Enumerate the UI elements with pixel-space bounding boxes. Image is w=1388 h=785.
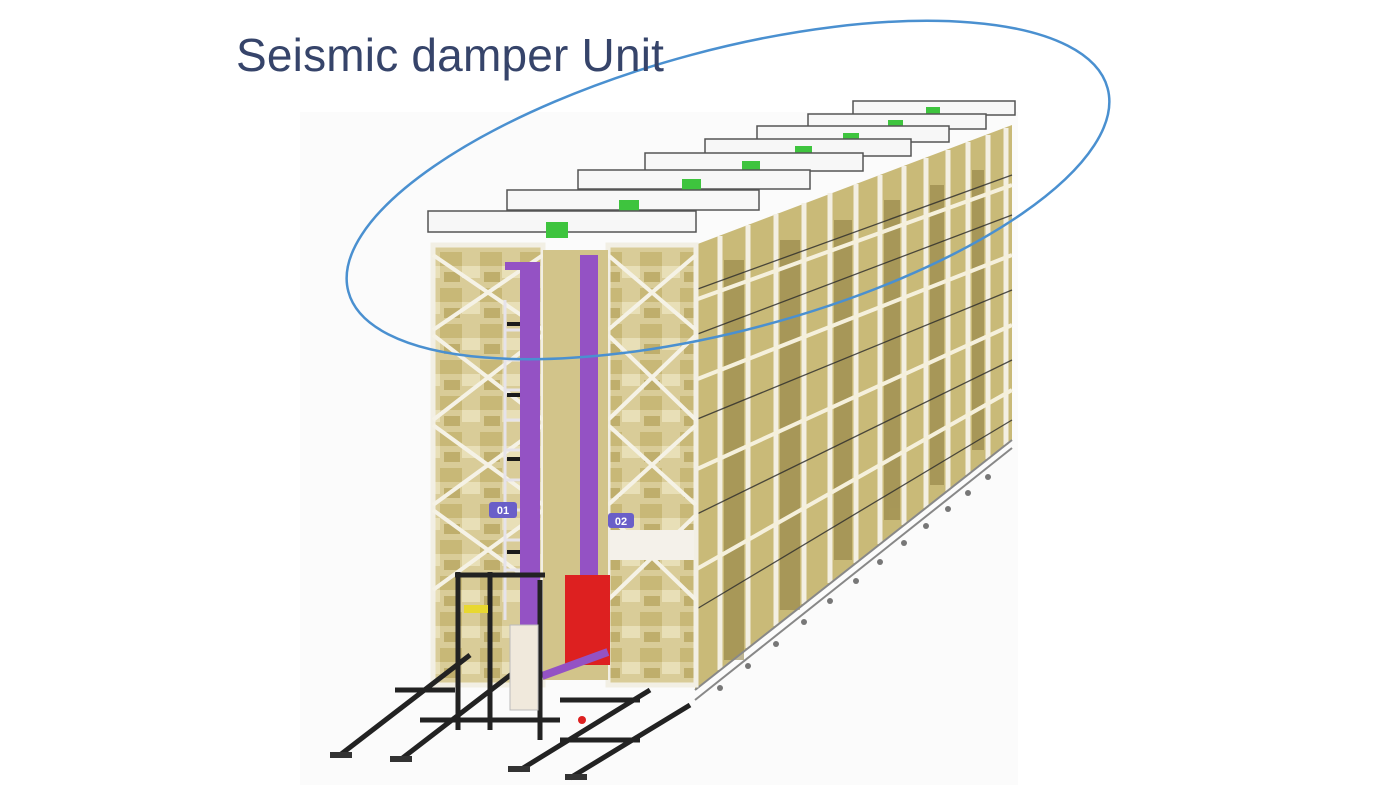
- aisle-label-1: 01: [489, 502, 517, 518]
- stacker-crane-base: [338, 572, 692, 781]
- crane-carriage: [540, 575, 610, 680]
- crane-mast: [505, 255, 598, 692]
- control-cabinet: [509, 624, 539, 711]
- rack-front-right-bay: [605, 242, 699, 688]
- rail-feet: [330, 752, 587, 780]
- seismic-damper-units: [427, 100, 1016, 238]
- slide-title: Seismic damper Unit: [236, 29, 665, 81]
- svg-text:02: 02: [615, 516, 627, 528]
- svg-text:01: 01: [497, 505, 509, 517]
- warning-sign: [464, 605, 488, 613]
- highlight-ellipse: [345, 19, 1111, 361]
- aisle-label-2: 02: [608, 513, 634, 528]
- rack-side-face: [694, 125, 1013, 701]
